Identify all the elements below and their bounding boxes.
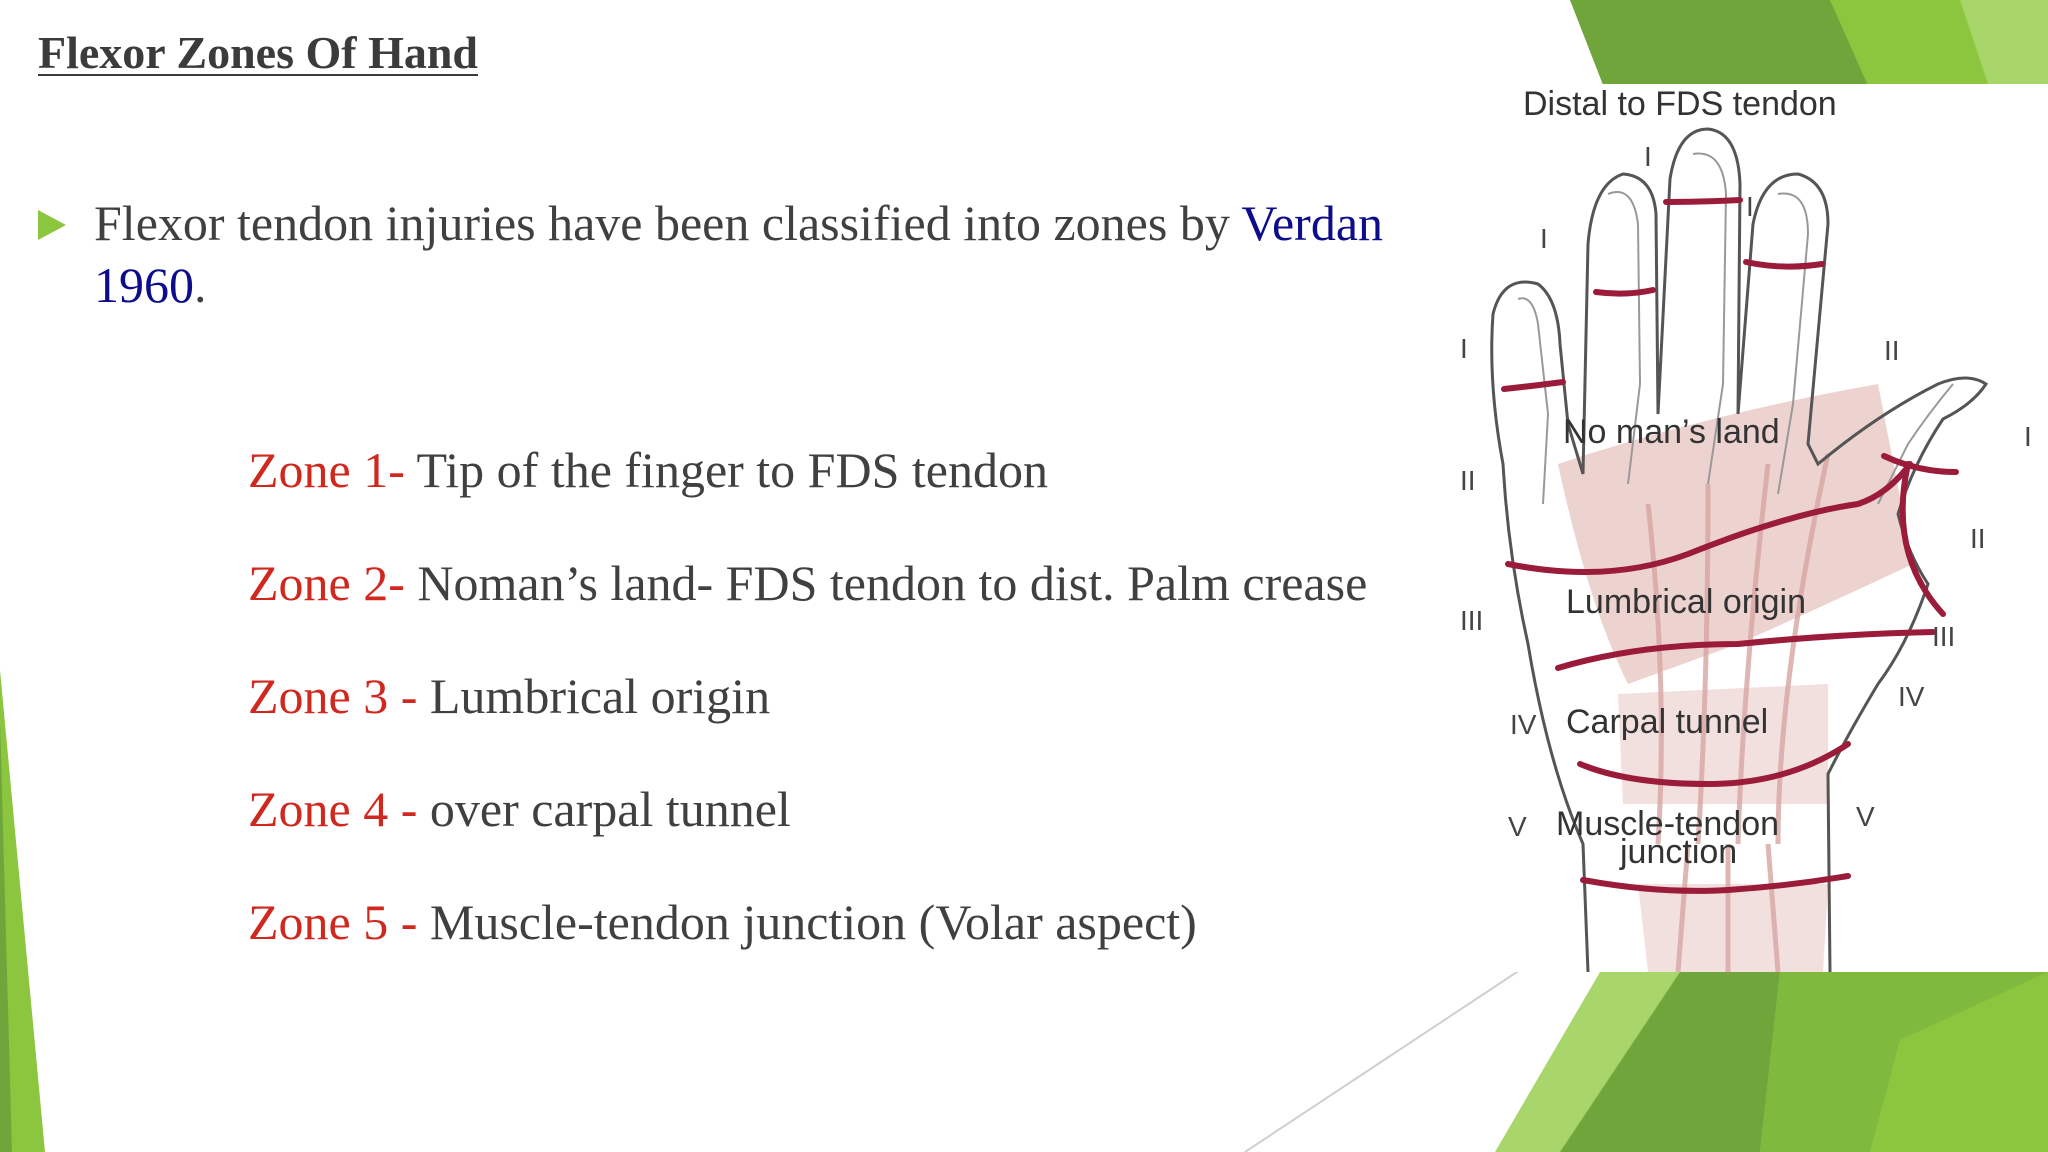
zone-2-line: Zone 2- Noman’s land- FDS tendon to dist…	[248, 553, 1367, 613]
zone-description: Muscle-tendon junction (Volar aspect)	[417, 894, 1197, 950]
label-carpal-tunnel: Carpal tunnel	[1566, 703, 1769, 741]
zone-line-distal-palm	[1505, 461, 1913, 575]
zone-description: Noman’s land- FDS tendon to dist. Palm c…	[404, 555, 1368, 611]
deco-top-right-pale	[1960, 0, 2048, 90]
zone-line-thenar	[1899, 461, 1946, 617]
zone-4-line: Zone 4 - over carpal tunnel	[248, 779, 791, 839]
zone-label: Zone 3 -	[248, 668, 418, 724]
numeral-i-middle: I	[1644, 141, 1652, 172]
numeral-i-ring: I	[1746, 191, 1754, 222]
numeral-ii-ring: II	[1884, 335, 1900, 366]
deco-bottom-right-corner	[1870, 972, 2048, 1152]
numeral-iv-right: IV	[1898, 681, 1925, 712]
zone-label: Zone 5 -	[248, 894, 418, 950]
zone-line-thumb-distal	[1881, 453, 1959, 475]
bullet-main-text: Flexor tendon injuries have been classif…	[94, 195, 1242, 251]
zone-1-line: Zone 1- Tip of the finger to FDS tendon	[248, 440, 1048, 500]
numeral-iv-left: IV	[1510, 709, 1537, 740]
label-muscle-tendon: Muscle-tendon	[1556, 805, 1780, 843]
zone-line-fds-middle	[1663, 197, 1743, 205]
label-no-mans-land: No man’s land	[1563, 413, 1780, 451]
numeral-iii-right: III	[1932, 621, 1956, 652]
numeral-ii-thumb: II	[1970, 523, 1986, 554]
numeral-i-thumb: I	[2024, 421, 2032, 452]
numeral-ii-left: II	[1460, 465, 1476, 496]
zone-line-fds-ring	[1743, 259, 1825, 270]
bullet-triangle-icon	[38, 210, 66, 240]
zone-label: Zone 2-	[248, 555, 405, 611]
zone-line-fds-index	[1593, 287, 1656, 297]
hand-outline	[1490, 127, 1989, 972]
numeral-v-right: V	[1856, 801, 1875, 832]
zone-boundaries	[1501, 197, 1959, 894]
finger-bones	[1517, 152, 1954, 505]
deco-left-bar	[0, 670, 45, 1152]
zone-label: Zone 4 -	[248, 781, 418, 837]
deco-bottom-right-dark	[1560, 972, 1780, 1152]
zone-description: Lumbrical origin	[417, 668, 771, 724]
numeral-iii-left: III	[1460, 605, 1484, 636]
deco-thin-line	[1244, 969, 1521, 1152]
zone-label: Zone 1-	[248, 442, 405, 498]
zone-description: Tip of the finger to FDS tendon	[404, 442, 1048, 498]
zone-5-line: Zone 5 - Muscle-tendon junction (Volar a…	[248, 892, 1197, 952]
label-lumbrical-origin: Lumbrical origin	[1566, 583, 1806, 621]
reference-verdan: Verdan 1960	[94, 195, 1384, 313]
zone-line-carpal-proximal	[1577, 741, 1851, 788]
zone-line-fds-little	[1501, 379, 1566, 392]
deco-left-bar-edge	[0, 720, 12, 1152]
label-distal-fds: Distal to FDS tendon	[1523, 85, 1837, 123]
numeral-i-little: I	[1460, 333, 1468, 364]
zone-3-line: Zone 3 - Lumbrical origin	[248, 666, 770, 726]
slide-title: Flexor Zones Of Hand	[38, 27, 479, 78]
numeral-v-left: V	[1508, 811, 1527, 842]
hand-zones-figure: Distal to FDS tendon No man’s land Lumbr…	[1408, 84, 2048, 972]
zone-line-carpal-distal	[1555, 629, 1936, 671]
zone-description: over carpal tunnel	[417, 781, 791, 837]
bullet-text: Flexor tendon injuries have been classif…	[94, 192, 1428, 316]
bullet-end: .	[194, 257, 207, 313]
hand-illustration	[1490, 127, 1989, 972]
numeral-i-index: I	[1540, 223, 1548, 254]
zone-line-wrist	[1580, 873, 1851, 894]
label-junction: junction	[1620, 833, 1738, 871]
